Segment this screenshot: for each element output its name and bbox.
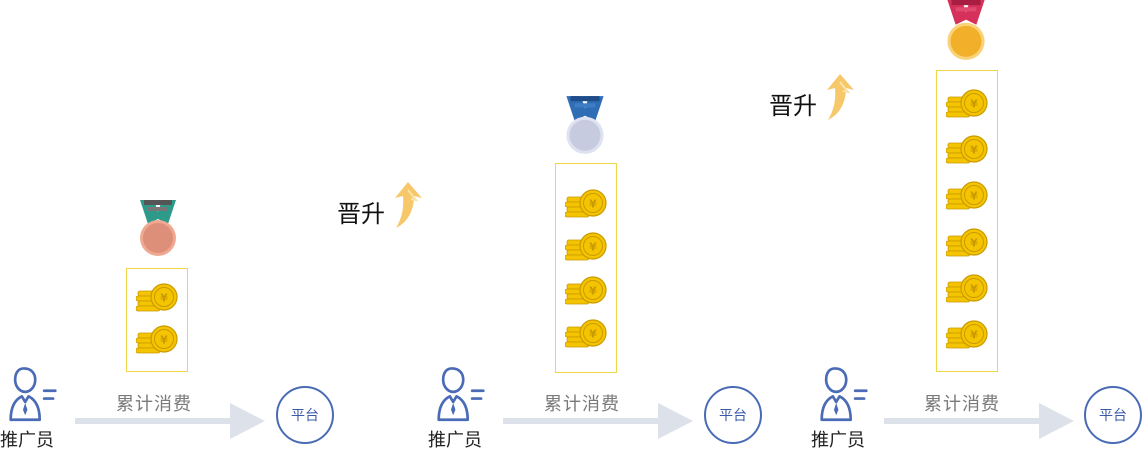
coin-box-silver xyxy=(555,163,617,373)
platform-label: 平台 xyxy=(291,408,319,424)
promoter-label: 推广员 xyxy=(0,430,54,451)
coin-stack-icon xyxy=(946,89,988,118)
platform-node: 平台 xyxy=(276,386,334,444)
coin-stack-icon xyxy=(946,320,988,349)
coin-box-bronze xyxy=(126,268,188,372)
coin-stack-icon xyxy=(946,274,988,303)
flow-arrow xyxy=(884,403,1074,439)
promoter-label: 推广员 xyxy=(428,430,482,451)
coin-stack-icon xyxy=(565,189,607,218)
platform-label: 平台 xyxy=(719,408,747,424)
coin-stack-icon xyxy=(565,319,607,348)
platform-node: 平台 xyxy=(704,386,762,444)
flow-arrow xyxy=(503,403,693,439)
coin-stack-icon xyxy=(136,325,178,354)
promoter-icon xyxy=(9,367,57,422)
promoter-label: 推广员 xyxy=(811,430,865,451)
promote-arrow-icon xyxy=(394,182,423,229)
coin-stack-icon xyxy=(565,276,607,305)
cumulative-label: 累计消费 xyxy=(116,394,192,415)
coin-stack-icon xyxy=(946,228,988,257)
promote-arrow-icon xyxy=(826,74,855,121)
coin-stack-icon xyxy=(565,232,607,261)
promote-label: 晋升 xyxy=(337,200,385,228)
flow-arrow xyxy=(75,403,265,439)
platform-label: 平台 xyxy=(1099,408,1127,424)
promote-label: 晋升 xyxy=(769,92,817,120)
platform-node: 平台 xyxy=(1084,386,1142,444)
coin-stack-icon xyxy=(946,181,988,210)
cumulative-label: 累计消费 xyxy=(924,394,1000,415)
gold-medal-icon xyxy=(947,0,985,60)
promoter-icon xyxy=(437,367,485,422)
coin-stack-icon xyxy=(946,135,988,164)
silver-medal-icon xyxy=(566,96,604,154)
coin-stack-icon xyxy=(136,283,178,312)
cumulative-label: 累计消费 xyxy=(544,394,620,415)
coin-box-gold xyxy=(936,70,998,372)
promoter-icon xyxy=(820,367,868,422)
bronze-medal-icon xyxy=(140,200,176,256)
